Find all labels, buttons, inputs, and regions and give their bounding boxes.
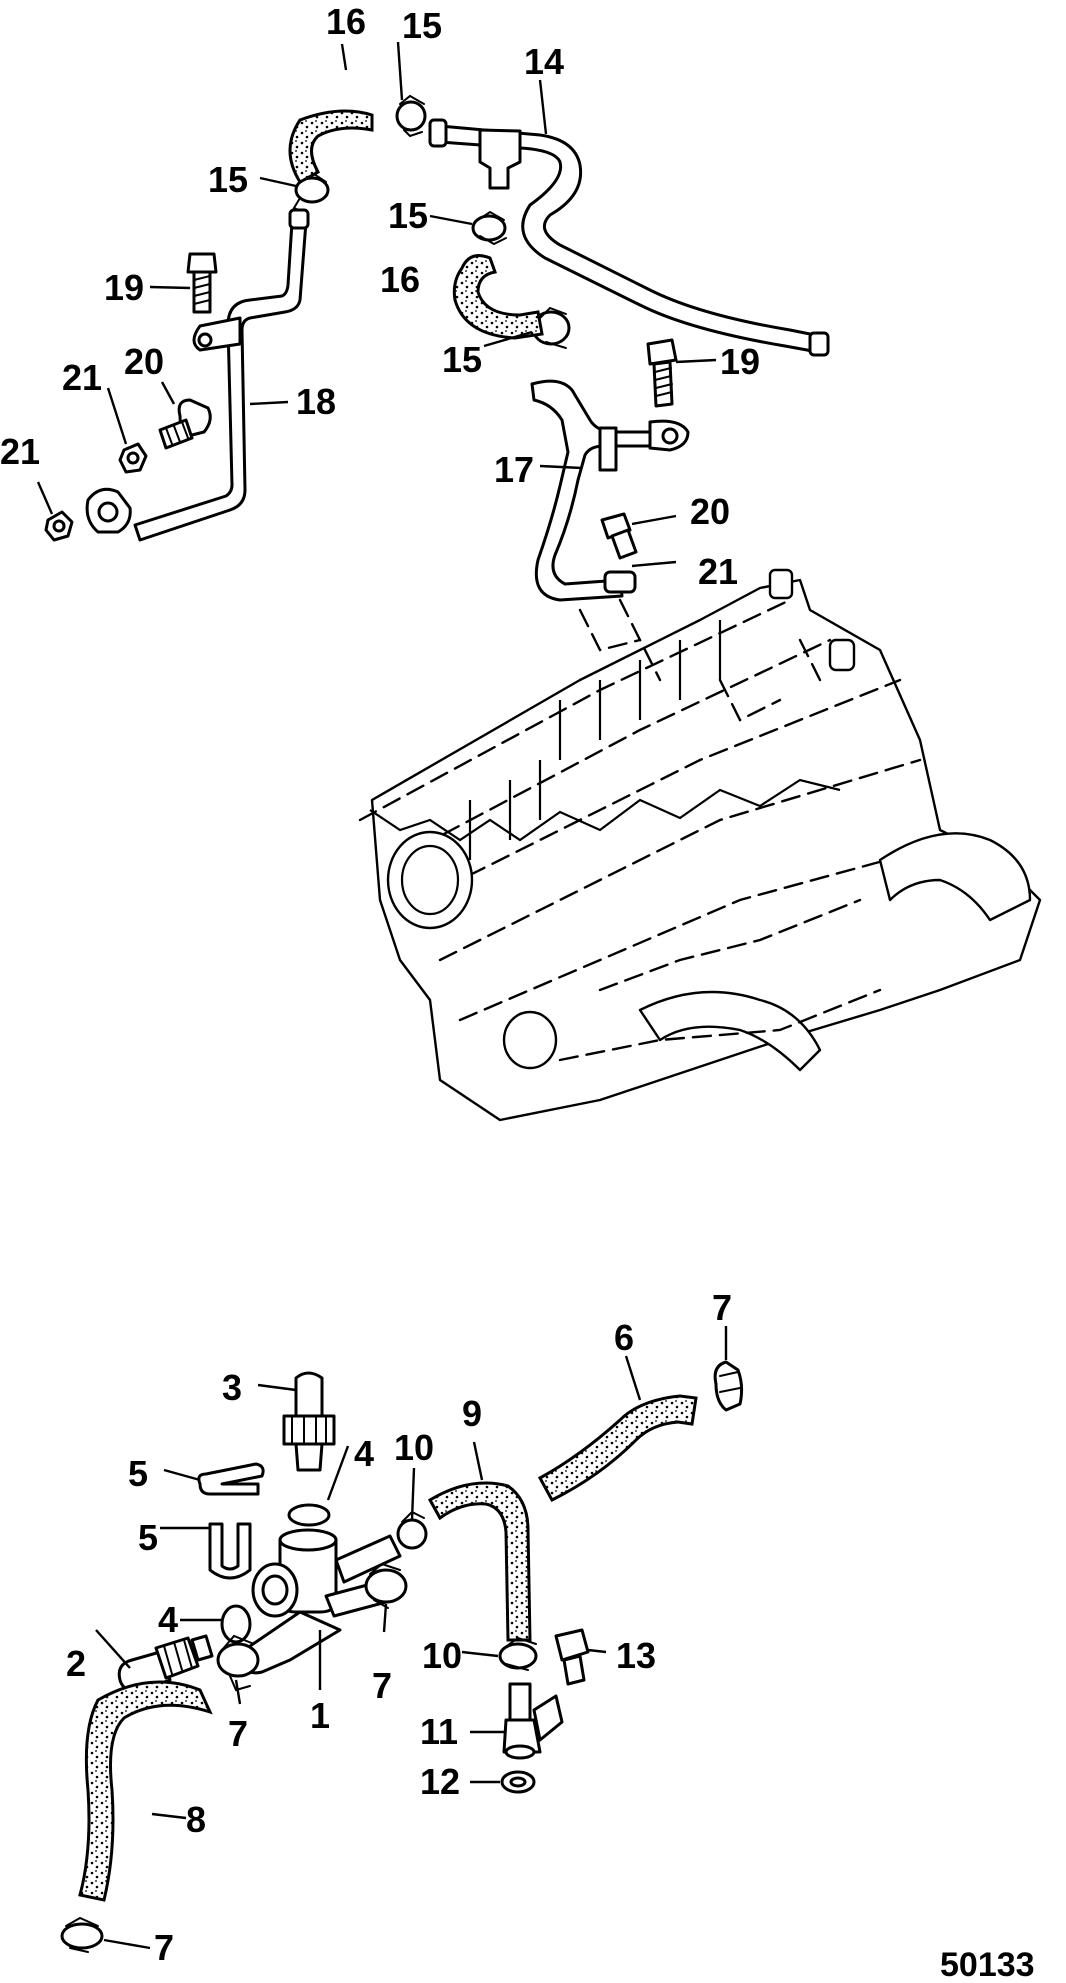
hose-16-middle [452,254,544,340]
callout-1: 1 [310,1695,330,1736]
hose-clamp-15-top [395,94,427,138]
hose-9 [427,1481,532,1642]
hose-clamp-7-bottom [60,1916,104,1953]
hose-6 [537,1394,698,1502]
figure-id: 50133 [940,1946,1035,1983]
engine-cylinder-head [358,568,1042,1122]
callout-16-top: 16 [326,1,366,42]
callout-20-left: 20 [124,341,164,382]
callout-14: 14 [524,41,564,82]
callout-5-upper: 5 [128,1453,148,1494]
retaining-clip-5-upper [197,1462,265,1496]
temperature-sender-2 [117,1634,214,1693]
hose-14 [428,118,830,357]
callout-21-left-a: 21 [62,357,102,398]
callout-4-upper: 4 [354,1433,374,1474]
hose-8 [78,1680,213,1902]
callout-7-top-right: 7 [712,1287,732,1328]
callout-6: 6 [614,1317,634,1358]
hose-clamp-7-lower-left [216,1634,260,1692]
upper-hose-assembly [44,94,830,602]
thermostat-housing-1 [242,1528,402,1675]
hose-clamp-10-lower [498,1636,538,1671]
callout-8: 8 [186,1799,206,1840]
bolt-13 [554,1628,590,1686]
tube-17-install-path [618,598,662,682]
callout-21-right: 21 [698,551,738,592]
washer-21-left-b [44,510,74,542]
hose-16-upper [288,109,374,185]
callout-9: 9 [462,1393,482,1434]
lower-hose-assembly [60,1360,744,1953]
callout-labels: 16 15 14 15 15 16 19 15 20 21 19 18 21 1… [0,1,1035,1983]
callout-5-lower: 5 [138,1517,158,1558]
gasket-12 [500,1770,536,1794]
callout-11: 11 [420,1711,458,1752]
callout-2: 2 [66,1643,86,1684]
hose-clamp-7-middle [364,1562,408,1609]
callout-19-right: 19 [720,341,760,382]
callout-13: 13 [616,1635,656,1676]
hose-clamp-15-mid [471,210,507,246]
bolt-19-right [646,338,678,408]
tube-17 [530,379,690,602]
callout-15-mid: 15 [388,195,428,236]
hose-clamp-15-lower [531,306,571,349]
callout-16-mid: 16 [380,259,420,300]
tube-18-end-fitting [85,487,132,534]
tube-18 [133,208,310,542]
retaining-clip-5-lower [208,1522,252,1580]
fitting-20-left [158,398,212,450]
callout-10-lower: 10 [422,1635,462,1676]
fitting-11 [502,1682,564,1760]
callout-7-bottom: 7 [154,1927,174,1968]
callout-4-lower: 4 [158,1599,178,1640]
callout-15-left: 15 [208,159,248,200]
o-ring-4-lower [220,1604,252,1644]
hose-clamp-7-top-right [713,1360,744,1412]
callout-7-lower-left: 7 [228,1713,248,1754]
callout-18: 18 [296,381,336,422]
leader-lines [36,41,728,1950]
callout-15-top: 15 [402,5,442,46]
callout-17: 17 [494,449,534,490]
callout-10-upper: 10 [394,1427,434,1468]
temperature-sender-3 [282,1371,336,1472]
callout-7-middle: 7 [372,1665,392,1706]
callout-20-right: 20 [690,491,730,532]
callout-12: 12 [420,1761,460,1802]
callout-21-left-b: 21 [0,431,40,472]
o-ring-4-upper [287,1503,331,1527]
washer-21-left-a [118,442,148,474]
bolt-19-left [186,252,218,314]
callout-19-left: 19 [104,267,144,308]
fitting-20-right [600,512,638,560]
callout-3: 3 [222,1367,242,1408]
callout-15-lower: 15 [442,339,482,380]
